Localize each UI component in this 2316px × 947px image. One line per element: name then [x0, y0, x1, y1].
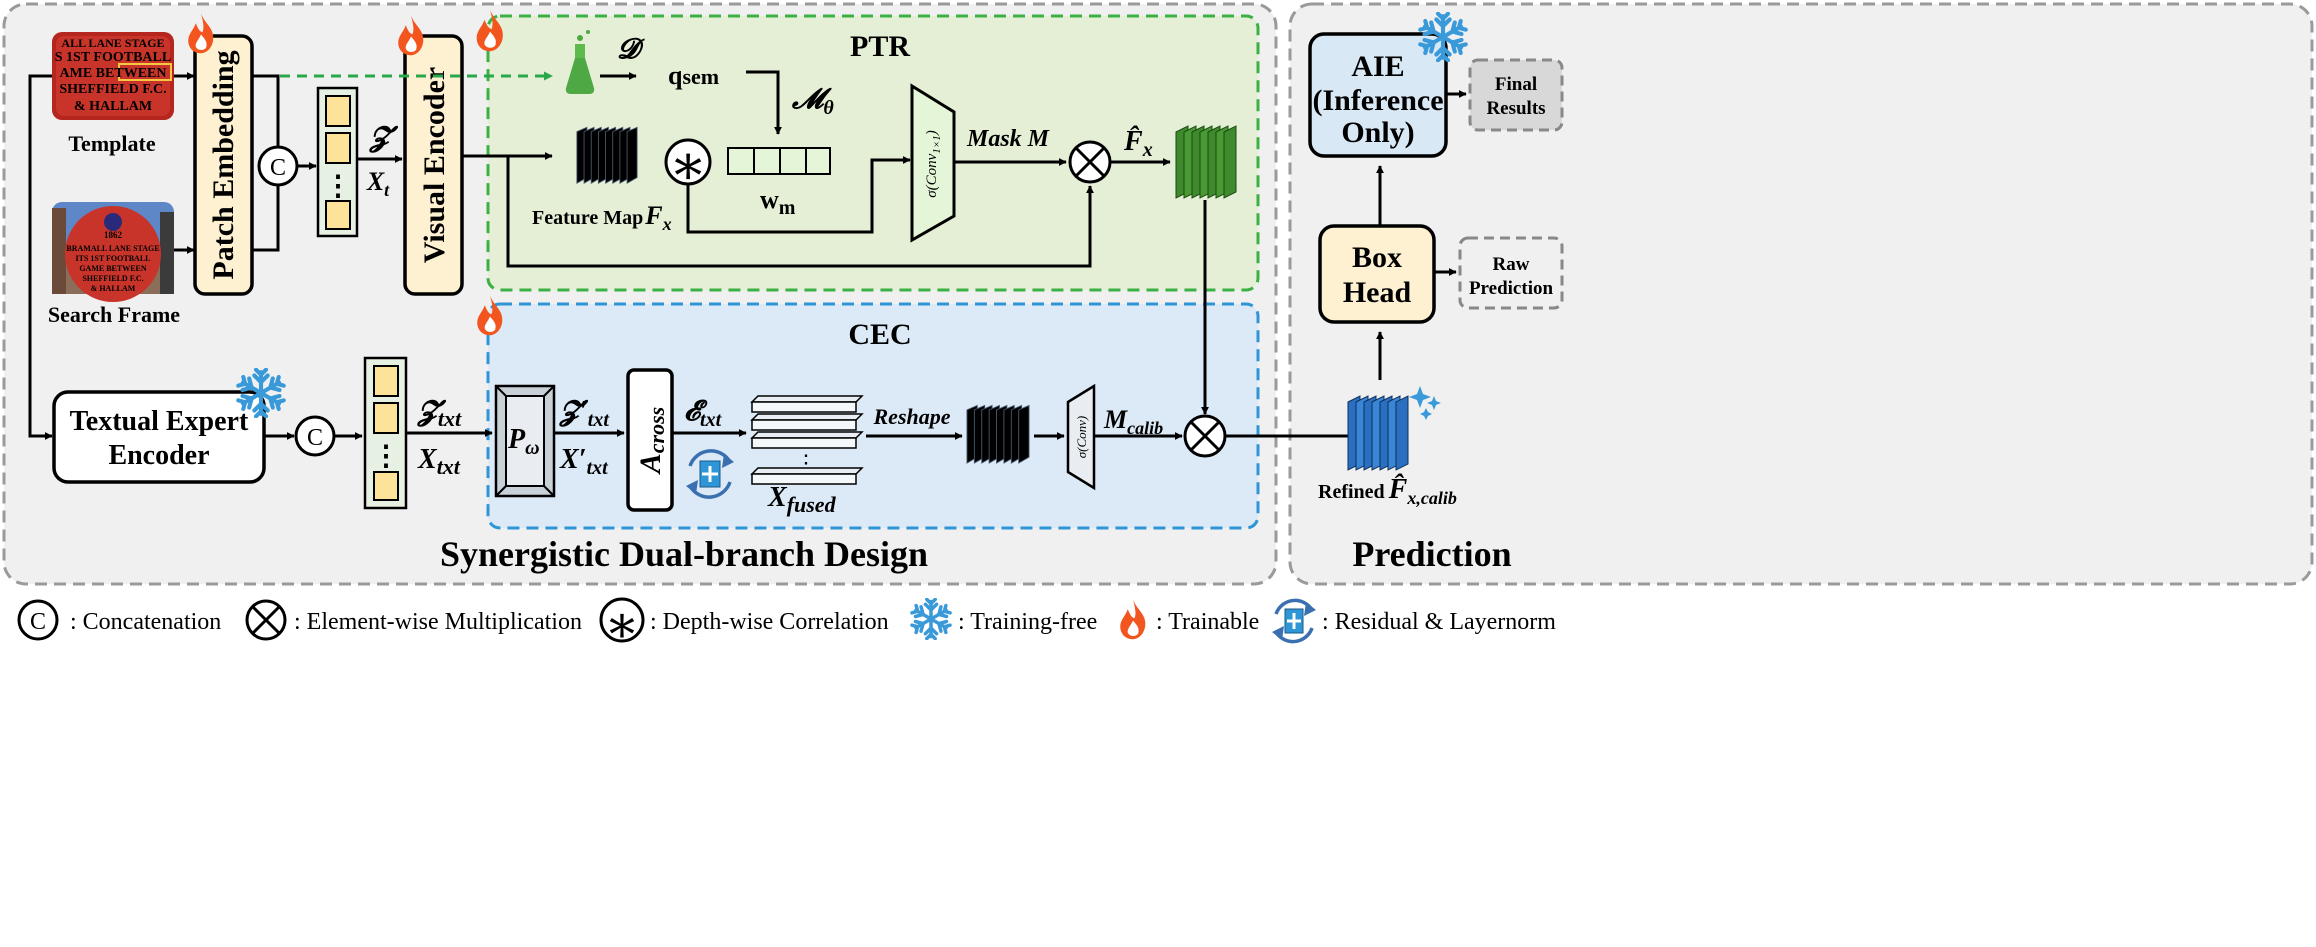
raw-prediction-box	[1458, 236, 1564, 310]
p-omega-symbol: Pω	[507, 424, 540, 459]
svg-text:1862: 1862	[104, 230, 123, 240]
final-results-label-2: Results	[1486, 98, 1545, 119]
prediction-panel	[1288, 2, 2314, 586]
p-omega-block	[494, 384, 556, 498]
template-label: Template	[68, 131, 155, 156]
box-head-box	[1318, 224, 1436, 324]
a-cross-block	[626, 368, 674, 512]
patch-embedding-box	[193, 34, 254, 296]
cec-panel	[486, 302, 1260, 530]
svg-text:SHEFFIELD F.C.: SHEFFIELD F.C.	[82, 274, 143, 283]
legend: C : Concatenation : Element-wise Multipl…	[17, 597, 1556, 654]
final-results-label-1: Final	[1495, 74, 1537, 95]
residual-layernorm-icon	[686, 449, 734, 499]
legend-frozen: : Training-free	[958, 609, 1097, 635]
x-txt-prime-symbol: X′txt	[559, 444, 609, 479]
textual-encoder-label-1: Textual Expert	[70, 406, 249, 437]
output-feature-green	[1175, 125, 1237, 199]
prediction-section-title: Prediction	[1352, 534, 1511, 574]
svg-text:C: C	[307, 425, 323, 451]
legend-flame-icon	[1120, 599, 1146, 640]
weight-vector	[727, 147, 831, 175]
ptr-title: PTR	[850, 30, 910, 63]
textual-encoder-label-2: Encoder	[108, 440, 209, 471]
search-frame-image: 1862 BRAMALL LANE STAGE ITS 1ST FOOTBALL…	[52, 202, 174, 302]
search-frame-label: Search Frame	[48, 302, 180, 327]
svg-text:∗: ∗	[604, 597, 639, 654]
svg-text:S 1ST FOOTBALL: S 1ST FOOTBALL	[55, 50, 171, 65]
feature-map-icon	[576, 126, 638, 184]
visual-encoder-label: Visual Encoder	[418, 67, 451, 263]
wm-symbol: wm	[760, 185, 796, 219]
qsem-symbol: qsem	[668, 61, 719, 90]
legend-corr: : Depth-wise Correlation	[650, 609, 889, 635]
aie-label-1: AIE	[1351, 50, 1404, 83]
visual-encoder-box	[403, 34, 464, 296]
conv1x1-block	[910, 83, 956, 243]
legend-snowflake-icon	[911, 599, 951, 638]
sigma-conv-block	[1066, 383, 1096, 491]
svg-text:C: C	[270, 155, 286, 181]
token-stack-top: ⋮	[316, 86, 359, 238]
aie-label-2: (Inference	[1312, 84, 1443, 117]
legend-concat: : Concatenation	[70, 609, 221, 635]
legend-residual: : Residual & Layernorm	[1322, 609, 1556, 635]
m-calib-symbol: Mcalib	[1103, 405, 1163, 438]
reshape-label: Reshape	[873, 404, 951, 429]
legend-mult: : Element-wise Multiplication	[294, 609, 582, 635]
svg-text:⋮: ⋮	[324, 171, 352, 202]
raw-prediction-label-1: Raw	[1493, 254, 1530, 275]
ptr-panel	[486, 14, 1260, 292]
legend-concat-icon	[17, 599, 59, 641]
svg-text:GAME BETWEEN: GAME BETWEEN	[79, 264, 147, 273]
template-image: ALL LANE STAGE S 1ST FOOTBALL AME BETWEE…	[52, 32, 174, 120]
flask-icon	[565, 30, 595, 94]
x-fused-symbol: Xfused	[767, 482, 837, 517]
svg-text:BRAMALL LANE STAGE: BRAMALL LANE STAGE	[66, 244, 159, 253]
sparkle-icon	[1409, 386, 1441, 420]
box-head-label-2: Head	[1343, 276, 1412, 309]
xt-symbol: Xt	[366, 167, 390, 200]
mask-label: Mask M	[966, 126, 1051, 152]
svg-text:⋮: ⋮	[372, 441, 400, 472]
raw-prediction-label-2: Prediction	[1469, 278, 1554, 299]
aie-label-3: Only)	[1341, 116, 1414, 149]
token-stack-bottom: ⋮	[363, 356, 408, 510]
patch-embedding-label: Patch Embedding	[207, 50, 240, 279]
z-txt-symbol: 𝓩txt	[417, 396, 462, 431]
svg-text:C: C	[30, 609, 46, 635]
reshaped-feature-icon	[966, 404, 1030, 464]
fx-hat-symbol: F̂x	[1123, 125, 1153, 161]
legend-residual-icon	[1272, 598, 1316, 644]
svg-text:AME BETWEEN: AME BETWEEN	[60, 66, 167, 81]
conv1x1-label: σ(Conv1×1)	[924, 130, 943, 198]
legend-correlation-icon	[599, 597, 645, 643]
refined-feature	[1347, 395, 1409, 471]
a-cross-symbol: Across	[634, 407, 669, 475]
sigma-conv-label: σ(Conv)	[1074, 416, 1089, 459]
main-section-title: Synergistic Dual-branch Design	[440, 534, 928, 574]
legend-trainable: : Trainable	[1156, 609, 1259, 635]
cec-title: CEC	[848, 318, 911, 351]
svg-text:ITS 1ST FOOTBALL: ITS 1ST FOOTBALL	[76, 254, 151, 263]
feature-map-label: Feature MapFx	[532, 201, 672, 234]
svg-text:SHEFFIELD F.C.: SHEFFIELD F.C.	[59, 82, 166, 97]
box-head-label-1: Box	[1352, 241, 1402, 274]
svg-text:ALL LANE STAGE: ALL LANE STAGE	[61, 36, 164, 50]
svg-text:& HALLAM: & HALLAM	[91, 284, 136, 293]
final-results-box	[1468, 58, 1564, 132]
fused-token-stack: ⋮	[750, 395, 864, 485]
z-txt-prime-symbol: 𝓩′txt	[559, 396, 610, 431]
x-txt-symbol: Xtxt	[417, 444, 461, 479]
svg-text:& HALLAM: & HALLAM	[74, 99, 152, 114]
